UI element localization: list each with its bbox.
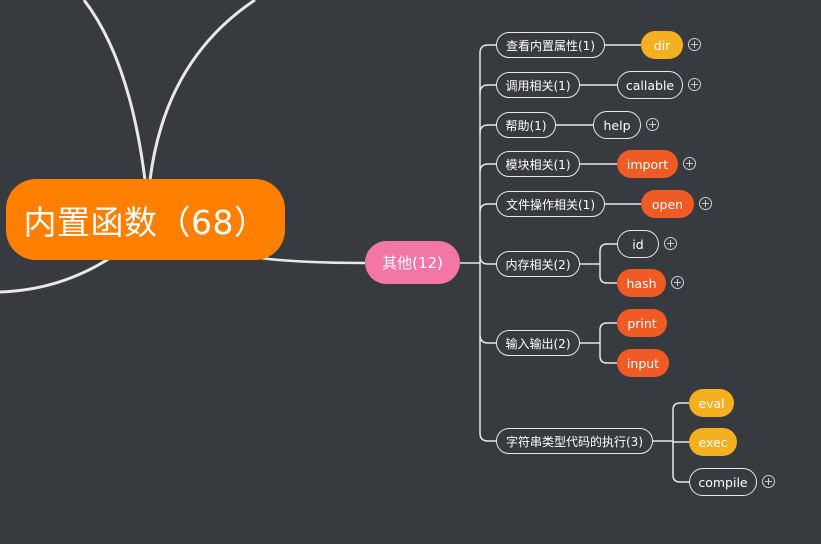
category-connector (479, 255, 496, 265)
leaf-node[interactable]: print (617, 309, 667, 337)
leaf-connector (672, 402, 689, 441)
category-connector (479, 44, 496, 54)
category-connector (479, 124, 496, 134)
category-connector (479, 84, 496, 94)
leaf-node[interactable]: id (617, 230, 659, 258)
leaf-node[interactable]: hash (617, 269, 666, 297)
leaf-node[interactable]: callable (617, 71, 683, 99)
leaf-connector (672, 441, 689, 483)
leaf-connector (599, 343, 617, 364)
expand-plus-icon[interactable] (699, 197, 712, 210)
category-connector (479, 163, 496, 173)
expand-plus-icon[interactable] (762, 475, 775, 488)
leaf-node[interactable]: open (641, 190, 694, 218)
leaf-node[interactable]: import (617, 150, 678, 178)
category-node[interactable]: 模块相关(1) (496, 151, 580, 177)
category-node[interactable]: 帮助(1) (496, 112, 556, 138)
category-connector (479, 334, 496, 344)
expand-plus-icon[interactable] (646, 118, 659, 131)
expand-plus-icon[interactable] (671, 276, 684, 289)
category-node[interactable]: 调用相关(1) (496, 72, 580, 98)
category-connector (479, 203, 496, 213)
category-node[interactable]: 内存相关(2) (496, 251, 580, 277)
leaf-node[interactable]: dir (641, 31, 683, 59)
leaf-connector (599, 264, 617, 284)
category-node[interactable]: 文件操作相关(1) (496, 191, 605, 217)
branch-node-other[interactable]: 其他(12) (365, 241, 460, 284)
category-node[interactable]: 输入输出(2) (496, 330, 580, 356)
root-curve-bottom-left (0, 256, 111, 294)
leaf-node[interactable]: input (617, 349, 669, 377)
leaf-node[interactable]: compile (689, 468, 757, 496)
expand-plus-icon[interactable] (688, 38, 701, 51)
expand-plus-icon[interactable] (664, 237, 677, 250)
leaf-connector (599, 243, 617, 264)
root-curve-top-right (148, 0, 256, 181)
root-curve-top-left (82, 0, 147, 181)
category-connector (479, 432, 496, 442)
category-node[interactable]: 字符串类型代码的执行(3) (496, 428, 653, 454)
root-node[interactable]: 内置函数（68） (6, 179, 285, 260)
leaf-node[interactable]: exec (689, 428, 737, 456)
leaf-connector (599, 322, 617, 343)
root-to-branch-line (259, 256, 366, 265)
expand-plus-icon[interactable] (683, 157, 696, 170)
expand-plus-icon[interactable] (688, 78, 701, 91)
leaf-node[interactable]: eval (689, 389, 734, 417)
leaf-node[interactable]: help (593, 111, 641, 139)
category-node[interactable]: 查看内置属性(1) (496, 32, 605, 58)
